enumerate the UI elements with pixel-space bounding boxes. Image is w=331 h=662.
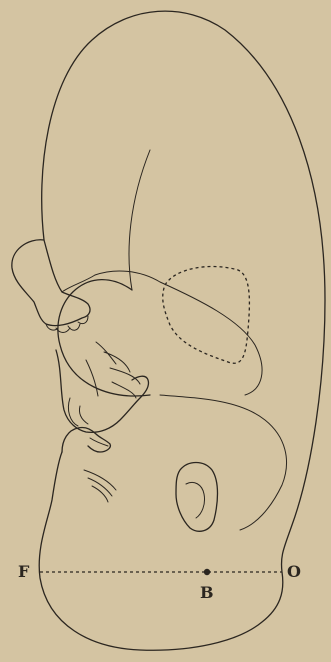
hidden-hand-dashed xyxy=(163,266,250,363)
shin-outline xyxy=(62,275,95,292)
label-f: F xyxy=(18,564,29,580)
foot-outline xyxy=(12,240,90,326)
fingers xyxy=(86,342,140,398)
knee-curve xyxy=(95,271,262,395)
closed-eye xyxy=(84,470,116,502)
label-o: O xyxy=(287,564,301,580)
body-outline xyxy=(39,11,325,650)
thigh-outline xyxy=(58,280,150,396)
mouth-line xyxy=(90,438,108,446)
center-point-b xyxy=(204,569,210,575)
abdomen-line xyxy=(129,150,150,290)
label-b: B xyxy=(200,585,214,601)
ear-inner xyxy=(186,482,205,518)
thumb xyxy=(68,398,88,426)
ear-outline xyxy=(176,463,218,532)
